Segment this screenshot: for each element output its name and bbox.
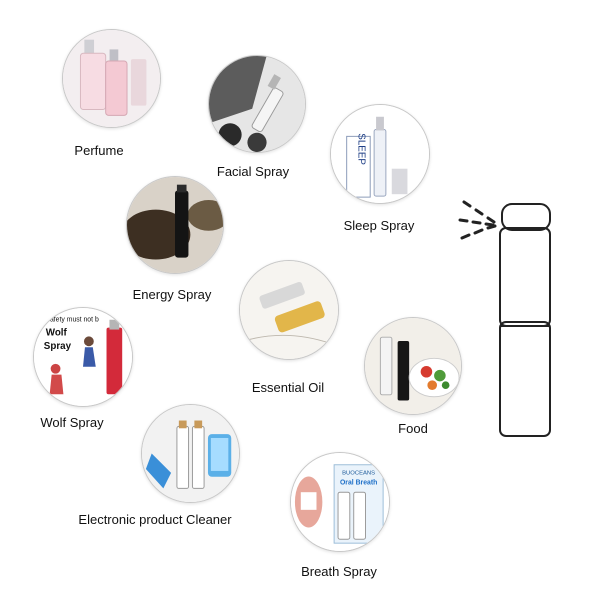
use-label: Energy Spray (132, 287, 212, 302)
essential-oil-icon (239, 260, 339, 360)
spray-mist-icon (458, 200, 497, 240)
use-label: Breath Spray (301, 564, 377, 579)
use-label: Electronic product Cleaner (78, 512, 232, 527)
use-label: Essential Oil (251, 380, 325, 395)
use-label: Facial Spray (216, 164, 290, 179)
wolf-image-line1: 's safety must not b (40, 317, 99, 324)
food-salad-icon (364, 317, 462, 415)
use-label: Food (398, 421, 428, 436)
energy-spray-icon (126, 176, 224, 274)
perfume-bottles-icon (62, 29, 161, 128)
wolf-image-line3: Spray (44, 341, 72, 352)
use-label: Wolf Spray (40, 415, 104, 430)
wolf-image-line2: Wolf (46, 327, 68, 338)
electronics-cleaner-icon (141, 404, 240, 503)
facial-spray-icon (208, 55, 306, 153)
breath-spray-icon: BUOCEANS Oral Breath (290, 452, 390, 552)
sleep-box-text: SLEEP (355, 133, 366, 165)
breath-brand-text: BUOCEANS (342, 471, 375, 477)
sleep-spray-icon: SLEEP (330, 104, 430, 204)
use-label: Perfume (74, 143, 124, 158)
use-label: Sleep Spray (343, 218, 415, 233)
breath-product-text: Oral Breath (340, 479, 377, 486)
wolf-spray-icon: 's safety must not b Wolf Spray (33, 307, 133, 407)
atomizer-bottle-icon (458, 200, 551, 437)
